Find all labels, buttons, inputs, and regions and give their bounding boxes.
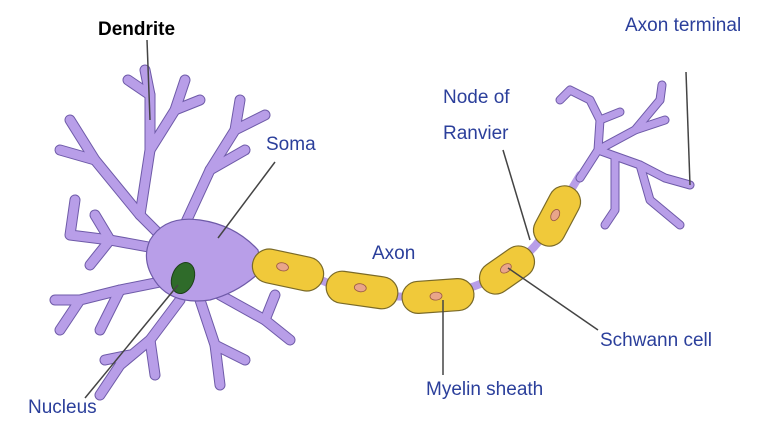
soma-leader <box>217 161 276 239</box>
dendrite-leader <box>146 39 151 121</box>
myelin-segment <box>251 248 325 292</box>
neuron-cell-body <box>49 64 296 401</box>
axon-terminal-leader <box>685 71 691 186</box>
myelin-segment <box>401 278 475 314</box>
axon-terminal-label: Axon terminal <box>625 15 741 36</box>
myelin-sheath-label: Myelin sheath <box>426 379 543 400</box>
axon-label: Axon <box>372 243 415 264</box>
myelin-sheath-segments <box>251 185 582 314</box>
axon-terminal-branches <box>556 81 694 229</box>
nucleus-leader <box>84 284 179 399</box>
node-of-ranvier-label-line1: Node of <box>443 87 510 108</box>
leader-lines <box>84 39 691 399</box>
node-of-ranvier-label-line2: Ranvier <box>443 123 509 144</box>
node-of-ranvier-leader <box>502 149 531 241</box>
nucleus-label: Nucleus <box>28 397 97 418</box>
schwann-cell-label: Schwann cell <box>600 330 712 351</box>
schwann-cell-leader <box>507 267 599 331</box>
soma-body <box>145 218 263 302</box>
dendrites <box>49 64 296 401</box>
dendrite-label: Dendrite <box>98 19 175 40</box>
myelin-segment <box>532 185 582 247</box>
myelin-segment <box>478 245 536 295</box>
myelin-segment <box>325 270 399 310</box>
soma-label: Soma <box>266 134 316 155</box>
